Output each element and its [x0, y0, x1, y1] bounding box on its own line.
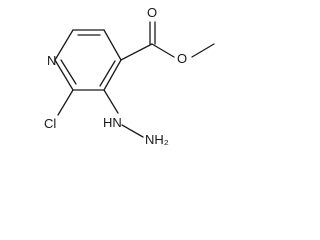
hydrazino-nh-label: HN	[103, 115, 122, 130]
ester-oxygen-label: O	[177, 51, 187, 66]
bond-c3-c4	[103, 29, 122, 61]
carbonyl-oxygen-label: O	[147, 5, 157, 20]
bond-nh-nh2	[121, 124, 144, 138]
chemical-structure-diagram: N Cl O O HN NH₂	[44, 5, 215, 147]
bond-carbonyl-c-o	[151, 43, 175, 58]
hydrazino-nh2-label: NH₂	[145, 132, 169, 147]
chlorine-label: Cl	[44, 116, 56, 131]
bond-c6-n-inner	[60, 59, 77, 85]
bond-c4-c5-inner	[99, 60, 116, 87]
bond-n-c2	[54, 29, 74, 61]
bond-c4-carbonyl-c	[120, 43, 153, 61]
bond-c4-c5-outer	[103, 59, 122, 91]
bond-c6-cl	[57, 89, 74, 116]
bond-o-methyl	[191, 43, 215, 58]
bond-c6-n-outer	[54, 59, 74, 91]
ring-nitrogen-label: N	[47, 53, 56, 68]
bond-c5-nh	[103, 89, 119, 114]
